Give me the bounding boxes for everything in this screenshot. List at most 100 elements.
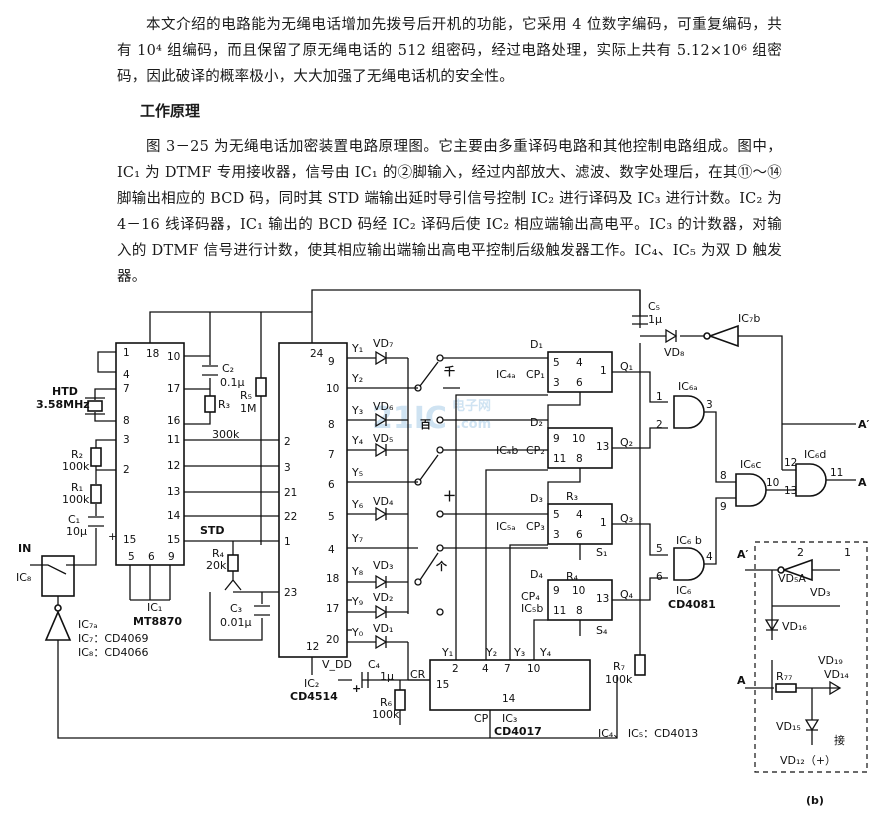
ic1-pin-10: 10 xyxy=(167,351,180,363)
ic1-pin-3: 3 xyxy=(123,434,130,446)
vd8-diode xyxy=(665,328,678,344)
c1-polarity: + xyxy=(108,530,117,543)
c1-capacitor xyxy=(88,516,104,527)
ic2-pin-24: 24 xyxy=(310,348,324,360)
ic6-part: CD4081 xyxy=(668,598,716,611)
ic8-switch xyxy=(41,555,75,597)
ic6b-pin-6: 6 xyxy=(656,571,663,583)
ic1-pin-8: 8 xyxy=(123,415,130,427)
ic7a-feedback-wire xyxy=(57,596,618,739)
inset-r77 xyxy=(775,683,797,693)
inset-vd3-label: VD₃ xyxy=(810,586,830,599)
ic6b-pin-5: 5 xyxy=(656,543,663,555)
ic3-pin-10: 10 xyxy=(527,663,540,675)
ic6d-pin-11: 11 xyxy=(830,467,843,479)
r7-value: 100k xyxy=(605,673,633,686)
ff-ic5b xyxy=(547,579,613,621)
r1-resistor xyxy=(90,484,102,504)
ic1-pin-9: 9 xyxy=(168,551,175,563)
ic1-pin-6: 6 xyxy=(148,551,155,563)
principle-paragraph: 图 3－25 为无绳电话加密装置电路原理图。它主要由多重译码电路和其他控制电路组… xyxy=(117,139,782,285)
ic6d-pin-13: 13 xyxy=(784,485,797,497)
ic3-cr: CR xyxy=(410,668,426,681)
ff4-pin-11: 11 xyxy=(553,605,566,617)
ic1-pin-7: 7 xyxy=(123,383,130,395)
r3-resistor xyxy=(204,395,216,413)
ic7b-input-wire xyxy=(738,335,783,470)
vdd-label: V_DD xyxy=(322,658,352,671)
gate-wiring xyxy=(704,411,856,565)
ic6-label: IC₆ xyxy=(676,584,692,597)
vd4-label: VD₄ xyxy=(373,495,394,508)
vd6-label: VD₆ xyxy=(373,400,394,413)
switch-tens: 十 xyxy=(444,489,455,503)
ff4-s: S₄ xyxy=(596,624,608,637)
switch-thousands: 千 xyxy=(444,364,455,378)
c2-value: 0.1μ xyxy=(220,376,245,389)
ic2-pin-17: 17 xyxy=(326,603,339,615)
ic2-stubs xyxy=(347,599,352,631)
ic1-pin-12: 12 xyxy=(167,460,180,472)
ff3-pin-6: 6 xyxy=(576,529,583,541)
ff1-name: IC₄ₐ xyxy=(496,368,516,381)
c3-capacitor xyxy=(254,605,270,616)
r4-label: R₄ xyxy=(212,547,225,560)
ic3-pin-4: 4 xyxy=(482,663,489,675)
ff2-pin-11: 11 xyxy=(553,453,566,465)
q-output-wires xyxy=(612,371,668,601)
c2-capacitor xyxy=(202,365,218,376)
ff1-d: D₁ xyxy=(530,338,543,351)
ff2-pin-13: 13 xyxy=(596,441,609,453)
y7-label: Y₇ xyxy=(351,532,363,545)
ic6c-pin-10: 10 xyxy=(766,477,779,489)
switch-units: 个 xyxy=(435,559,448,573)
inset-vd15 xyxy=(804,719,820,732)
ic3-part: CD4017 xyxy=(494,725,542,738)
ic2-pin-6: 6 xyxy=(328,479,335,491)
ic6c-label: IC₆c xyxy=(740,458,761,471)
r1-value: 100k xyxy=(62,493,90,506)
ff2-pin-9: 9 xyxy=(553,433,560,445)
r7-label: R₇ xyxy=(613,660,625,673)
ic1-pin-14: 14 xyxy=(167,510,181,522)
crystal-plates xyxy=(85,397,105,415)
y4-label: Y₄ xyxy=(351,434,364,447)
y0-label: Y₀ xyxy=(351,626,364,639)
inset-vd16-label: VD₁₆ xyxy=(782,620,807,633)
r2-value: 100k xyxy=(62,460,90,473)
ic2-part: CD4514 xyxy=(290,690,338,703)
r4-c3-wiring xyxy=(209,541,279,641)
ic3-pin-2: 2 xyxy=(452,663,459,675)
ff4-pin-8: 8 xyxy=(576,605,583,617)
r4-resistor xyxy=(227,554,239,572)
ic2-pin-7: 7 xyxy=(328,449,335,461)
y6-label: Y₆ xyxy=(351,498,364,511)
ic1-pin-15: 15 xyxy=(167,534,180,546)
and-gate-ic6d xyxy=(795,463,827,497)
inset-a: A xyxy=(737,674,746,687)
r5-label: R₅ xyxy=(240,389,252,402)
bcd-bus xyxy=(184,439,279,542)
ic1-pin-2: 2 xyxy=(123,464,130,476)
output-a: A xyxy=(858,476,867,489)
ic1-pin-11: 11 xyxy=(167,434,180,446)
ic7a-bubble xyxy=(54,604,62,612)
r3-value: 300k xyxy=(212,428,240,441)
r7-resistor xyxy=(634,654,646,676)
ff4-pin-13: 13 xyxy=(596,593,609,605)
r4-value: 20k xyxy=(206,559,227,572)
section-heading: 工作原理 xyxy=(140,102,201,120)
vd7-label: VD₇ xyxy=(373,337,393,350)
c5-vd8-wiring xyxy=(632,290,706,337)
c3-label: C₃ xyxy=(230,602,242,615)
ic3-cp: CP xyxy=(474,712,489,725)
c4-value: 1μ xyxy=(380,670,394,683)
crystal-htd xyxy=(87,400,103,412)
vd5-label: VD₅ xyxy=(373,432,393,445)
r6-label: R₆ xyxy=(380,696,393,709)
inset-vd14-label: VD₁₄ xyxy=(824,668,849,681)
ff3-s: S₁ xyxy=(596,546,607,559)
ic6a-pin-2: 2 xyxy=(656,419,663,431)
inset-vd5a: VD₅A xyxy=(778,572,806,585)
ff3-d: D₃ xyxy=(530,492,543,505)
